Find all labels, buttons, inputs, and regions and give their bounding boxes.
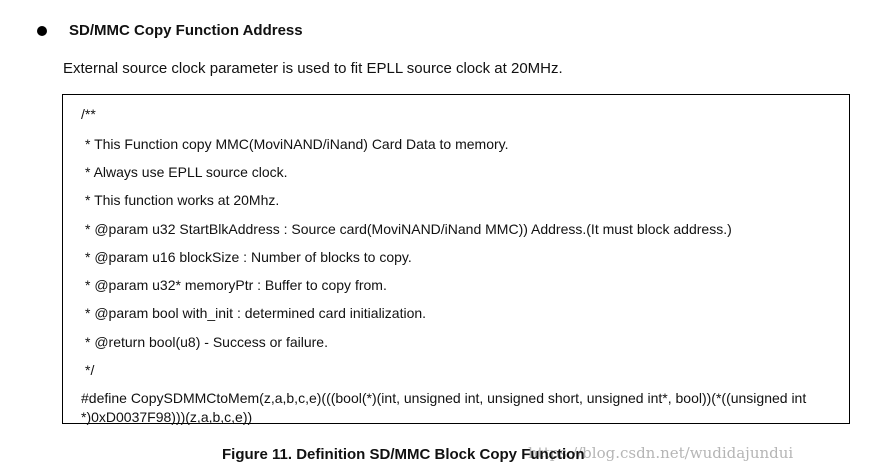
watermark: https://blog.csdn.net/wudidajundui [528,444,794,462]
code-line: * Always use EPLL source clock. [85,164,288,180]
code-line: */ [85,362,95,378]
code-line: * @param u32* memoryPtr : Buffer to copy… [85,277,387,293]
code-line: * This Function copy MMC(MoviNAND/iNand)… [85,136,509,152]
code-line: * @param u16 blockSize : Number of block… [85,249,412,265]
define-macro: #define CopySDMMCtoMem(z,a,b,c,e)(((bool… [81,390,807,425]
figure-caption: Figure 11. Definition SD/MMC Block Copy … [222,446,585,463]
description-paragraph: External source clock parameter is used … [63,60,563,77]
code-line: /** [81,106,96,122]
section-heading: SD/MMC Copy Function Address [69,22,303,39]
code-line: * @return bool(u8) - Success or failure. [85,334,328,350]
bullet-icon [37,26,47,36]
code-line: * This function works at 20Mhz. [85,192,280,208]
code-line: * @param u32 StartBlkAddress : Source ca… [85,221,732,237]
code-box: /** * This Function copy MMC(MoviNAND/iN… [62,94,850,425]
code-line: * @param bool with_init : determined car… [85,305,427,321]
